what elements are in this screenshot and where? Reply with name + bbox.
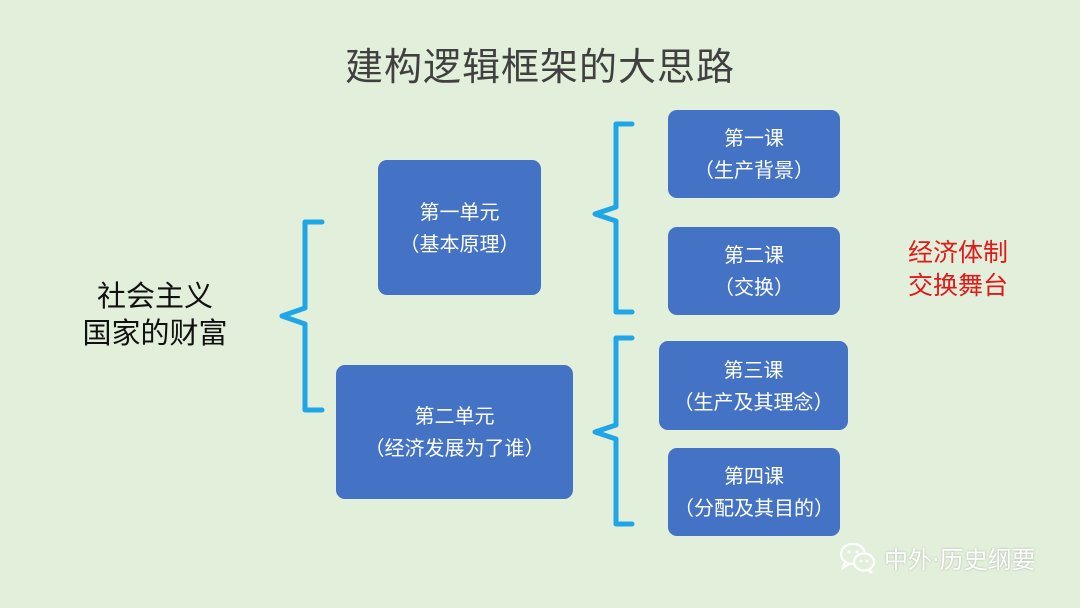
lesson-3-title: 第三课 bbox=[723, 357, 784, 382]
side-note-line2: 交换舞台 bbox=[907, 271, 1008, 300]
unit-1-subtitle: （基本原理） bbox=[399, 231, 520, 256]
watermark-text: 中外·历史纲要 bbox=[884, 546, 1036, 574]
lesson-4-subtitle: （分配及其目的） bbox=[674, 496, 834, 520]
lesson-3-subtitle: （生产及其理念） bbox=[673, 389, 834, 414]
unit-box-2: 第二单元 （经济发展为了谁） bbox=[336, 365, 573, 499]
unit-box-1: 第一单元 （基本原理） bbox=[378, 160, 541, 295]
side-note: 经济体制 交换舞台 bbox=[893, 236, 1023, 302]
lesson-box-3: 第三课 （生产及其理念） bbox=[659, 341, 848, 430]
lesson-box-1: 第一课 （生产背景） bbox=[668, 110, 840, 198]
lesson-1-subtitle: （生产背景） bbox=[694, 158, 814, 182]
slide-title: 建构逻辑框架的大思路 bbox=[344, 45, 735, 89]
lesson-box-4: 第四课 （分配及其目的） bbox=[668, 448, 840, 536]
lesson-2-title: 第二课 bbox=[724, 243, 784, 267]
lesson-box-2: 第二课 （交换） bbox=[668, 227, 840, 315]
lesson-4-title: 第四课 bbox=[724, 464, 784, 488]
side-note-line1: 经济体制 bbox=[907, 238, 1008, 267]
root-topic: 社会主义 国家的财富 bbox=[60, 278, 250, 352]
unit-2-title: 第二单元 bbox=[414, 404, 495, 428]
root-bracket bbox=[279, 219, 325, 413]
unit-1-title: 第一单元 bbox=[419, 199, 500, 224]
unit2-bracket bbox=[592, 335, 635, 527]
unit-2-subtitle: （经济发展为了谁） bbox=[364, 436, 545, 460]
watermark: 中外·历史纲要 bbox=[838, 540, 1036, 575]
unit1-bracket bbox=[592, 121, 635, 315]
root-topic-line1: 社会主义 bbox=[96, 279, 213, 313]
root-topic-line2: 国家的财富 bbox=[82, 316, 228, 350]
lesson-1-title: 第一课 bbox=[724, 126, 784, 150]
wechat-icon bbox=[839, 542, 876, 574]
lesson-2-subtitle: （交换） bbox=[714, 275, 794, 299]
